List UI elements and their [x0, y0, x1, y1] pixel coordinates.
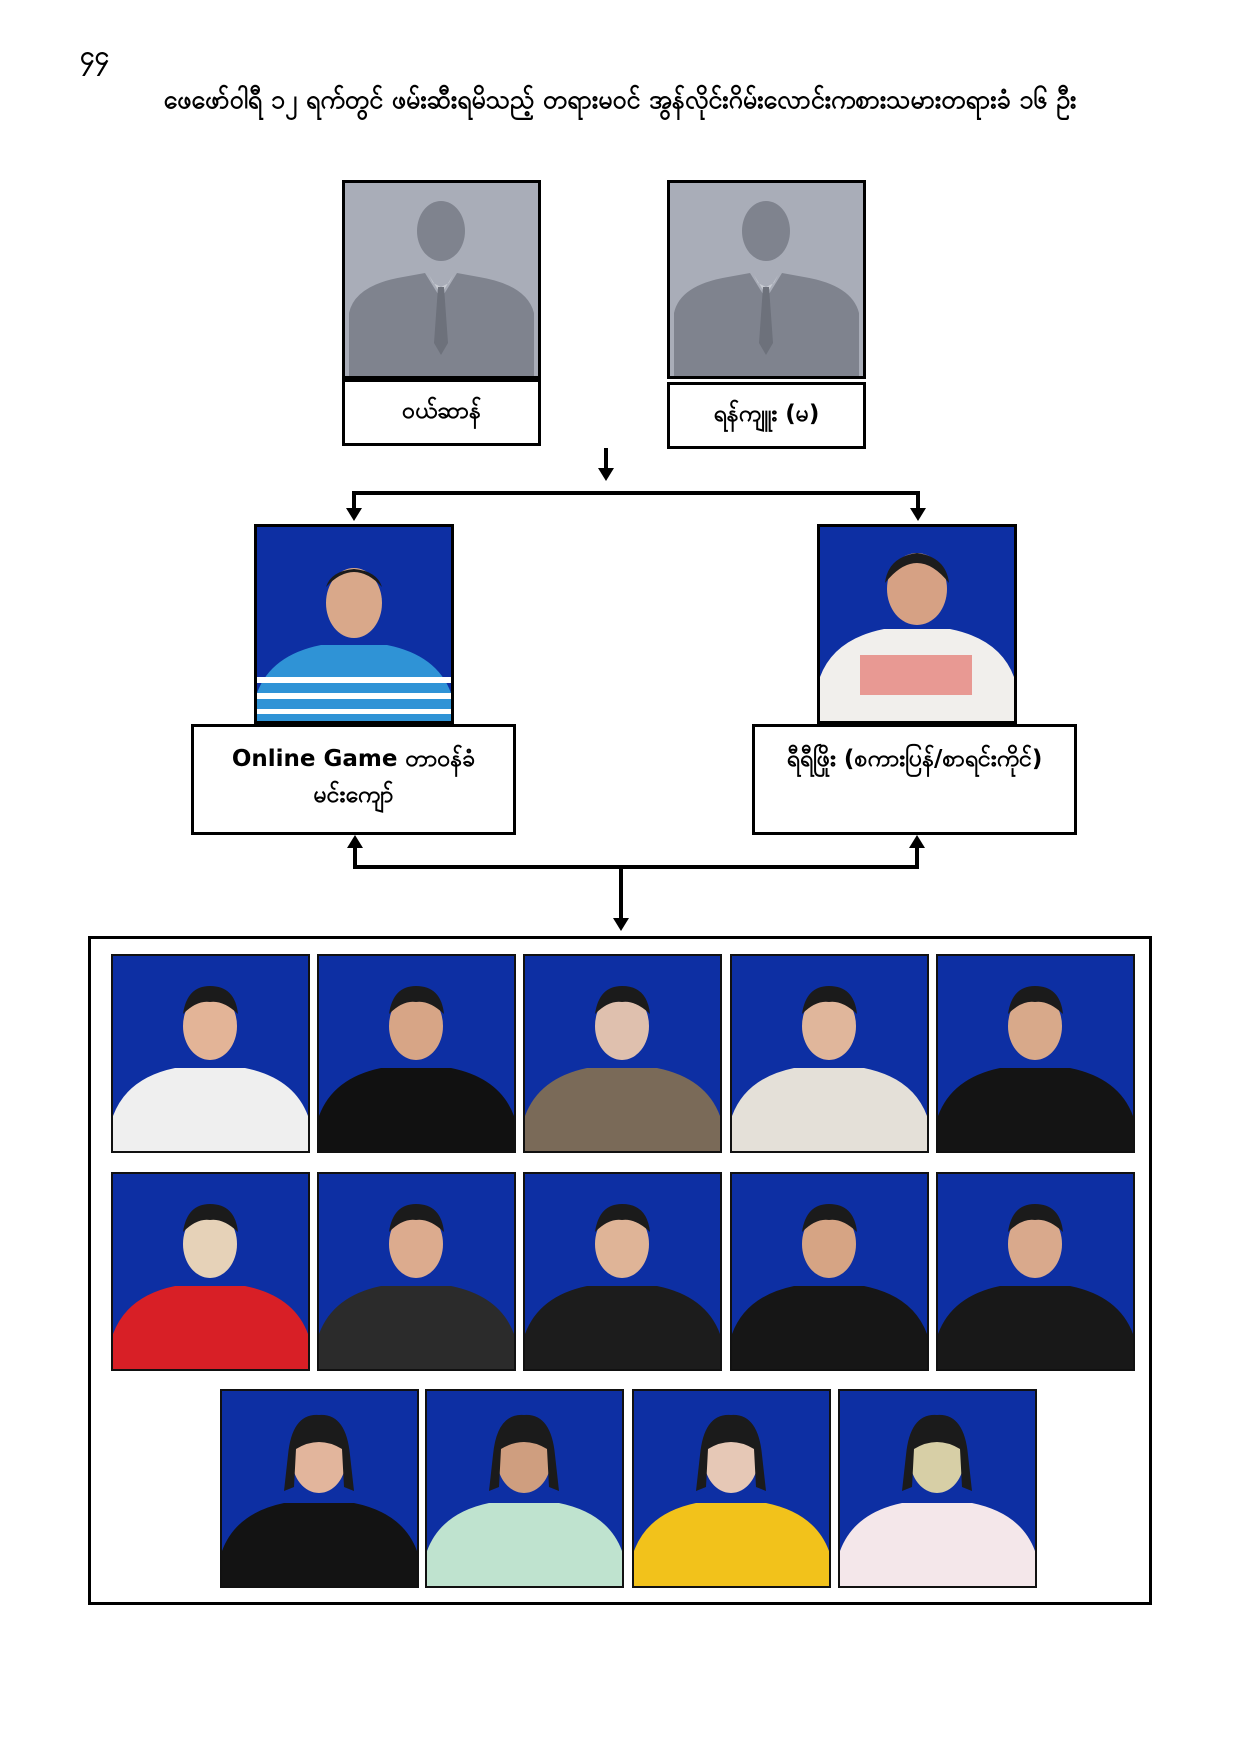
person-photo-icon: [257, 527, 451, 721]
suspect-photo: [111, 1172, 310, 1371]
page-title: ဖေဖော်ဝါရီ ၁၂ ရက်တွင် ဖမ်းဆီးရမိသည့် တရာ…: [163, 85, 1077, 114]
connector-line: [352, 491, 920, 495]
suspect-photo: [317, 954, 516, 1153]
suspects-group-frame: [88, 936, 1152, 1605]
connector-line: [352, 491, 356, 509]
arrow-up-icon: [909, 835, 925, 848]
role-box-game-manager: Online Game တာဝန်ခံ မင်းကျော်: [191, 724, 516, 835]
suspect-photo: [220, 1389, 419, 1588]
role-label: ရီရီဖြိုး (စကားပြန်/စာရင်းကိုင်): [786, 746, 1043, 772]
person-photo-icon: [319, 1174, 514, 1369]
person-name-box: ဝယ်ဆာန်: [342, 379, 541, 446]
role-box-interpreter: ရီရီဖြိုး (စကားပြန်/စာရင်းကိုင်): [752, 724, 1077, 835]
person-silhouette-icon: [670, 183, 863, 376]
person-photo-icon: [113, 1174, 308, 1369]
connector-line: [915, 847, 919, 867]
arrow-down-icon: [910, 508, 926, 521]
arrow-up-icon: [347, 835, 363, 848]
suspect-photo: [111, 954, 310, 1153]
person-photo-icon: [634, 1391, 829, 1586]
suspect-photo-male: [254, 524, 454, 724]
suspect-photo-female: [817, 524, 1017, 724]
person-photo-icon: [938, 956, 1133, 1151]
suspect-photo: [523, 954, 722, 1153]
page-number: ၄၄: [80, 41, 110, 71]
suspect-photo: [317, 1172, 516, 1371]
role-label: Online Game တာဝန်ခံ: [231, 746, 476, 772]
arrow-down-icon: [613, 918, 629, 931]
arrow-down-icon: [598, 468, 614, 481]
suspect-photo: [425, 1389, 624, 1588]
suspect-photo: [936, 1172, 1135, 1371]
person-photo-icon: [732, 1174, 927, 1369]
person-photo-icon: [732, 956, 927, 1151]
connector-line: [604, 448, 608, 470]
person-photo-icon: [222, 1391, 417, 1586]
person-photo-icon: [113, 956, 308, 1151]
person-photo-icon: [319, 956, 514, 1151]
suspect-photo: [838, 1389, 1037, 1588]
person-photo-icon: [525, 1174, 720, 1369]
connector-line: [916, 491, 920, 509]
silhouette-photo-right: [667, 180, 866, 379]
person-photo-icon: [938, 1174, 1133, 1369]
connector-line: [619, 865, 623, 919]
person-name: မင်းကျော်: [313, 782, 394, 808]
arrow-down-icon: [346, 508, 362, 521]
suspect-photo: [730, 954, 929, 1153]
person-name-box: ရန်ကျူး (မ): [667, 382, 866, 449]
suspect-photo: [730, 1172, 929, 1371]
person-silhouette-icon: [345, 183, 538, 376]
connector-line: [353, 865, 919, 869]
silhouette-photo-left: [342, 180, 541, 379]
person-photo-icon: [840, 1391, 1035, 1586]
person-photo-icon: [820, 527, 1014, 721]
suspect-photo: [632, 1389, 831, 1588]
person-photo-icon: [427, 1391, 622, 1586]
suspect-photo: [523, 1172, 722, 1371]
connector-line: [353, 847, 357, 867]
person-photo-icon: [525, 956, 720, 1151]
suspect-photo: [936, 954, 1135, 1153]
